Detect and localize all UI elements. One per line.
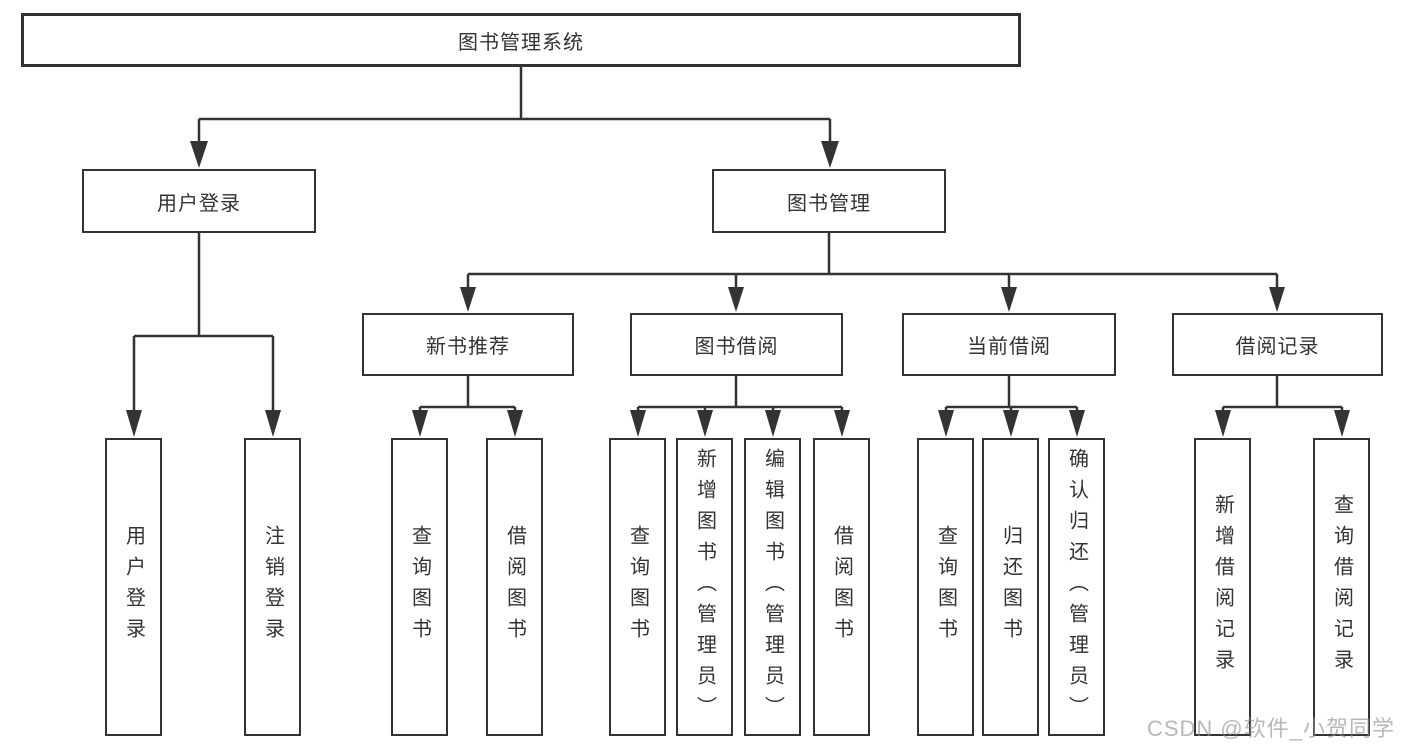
node-book-management: 图书管理	[712, 169, 946, 233]
node-new-book-recommend-label: 新书推荐	[426, 336, 510, 358]
leaf-query-borrow-record: 查询借阅记录	[1313, 438, 1370, 736]
node-user-login-label: 用户登录	[157, 192, 241, 215]
leaf-logout-label: 注销登录	[261, 525, 284, 649]
leaf-user-login: 用户登录	[105, 438, 162, 736]
leaf-borrow-query-book-label: 查询图书	[626, 525, 649, 649]
node-book-management-label: 图书管理	[787, 192, 871, 215]
node-root-system: 图书管理系统	[21, 13, 1021, 67]
leaf-add-book-admin-label: 新增图书（管理员）	[693, 447, 716, 727]
leaf-current-query-book-label: 查询图书	[934, 525, 957, 649]
leaf-recommend-query-book-label: 查询图书	[408, 525, 431, 649]
node-book-borrow-label: 图书借阅	[694, 336, 779, 358]
leaf-return-book-label: 归还图书	[999, 525, 1022, 649]
node-borrow-records: 借阅记录	[1172, 313, 1383, 376]
leaf-borrow-book: 借阅图书	[813, 438, 870, 736]
node-new-book-recommend: 新书推荐	[362, 313, 574, 376]
node-root-label: 图书管理系统	[458, 31, 584, 54]
node-book-borrow: 图书借阅	[630, 313, 843, 376]
leaf-edit-book-admin-label: 编辑图书（管理员）	[761, 447, 784, 727]
leaf-add-borrow-record-label: 新增借阅记录	[1211, 494, 1234, 680]
leaf-logout: 注销登录	[244, 438, 301, 736]
leaf-return-book: 归还图书	[982, 438, 1039, 736]
leaf-recommend-borrow-book-label: 借阅图书	[503, 525, 526, 649]
leaf-borrow-book-label: 借阅图书	[830, 525, 853, 649]
node-current-borrow-label: 当前借阅	[967, 336, 1051, 358]
leaf-confirm-return-admin-label: 确认归还（管理员）	[1065, 447, 1088, 727]
leaf-current-query-book: 查询图书	[917, 438, 974, 736]
node-user-login: 用户登录	[82, 169, 316, 233]
leaf-edit-book-admin: 编辑图书（管理员）	[744, 438, 801, 736]
leaf-recommend-query-book: 查询图书	[391, 438, 448, 736]
node-borrow-records-label: 借阅记录	[1235, 336, 1320, 358]
leaf-user-login-label: 用户登录	[122, 525, 145, 649]
leaf-recommend-borrow-book: 借阅图书	[486, 438, 543, 736]
watermark: CSDN @软件_小贺同学	[1146, 716, 1395, 741]
leaf-add-borrow-record: 新增借阅记录	[1194, 438, 1251, 736]
node-current-borrow: 当前借阅	[902, 313, 1116, 376]
leaf-add-book-admin: 新增图书（管理员）	[676, 438, 733, 736]
leaf-borrow-query-book: 查询图书	[609, 438, 666, 736]
arrowheads	[126, 141, 1350, 437]
leaf-confirm-return-admin: 确认归还（管理员）	[1048, 438, 1105, 736]
leaf-query-borrow-record-label: 查询借阅记录	[1330, 494, 1353, 680]
